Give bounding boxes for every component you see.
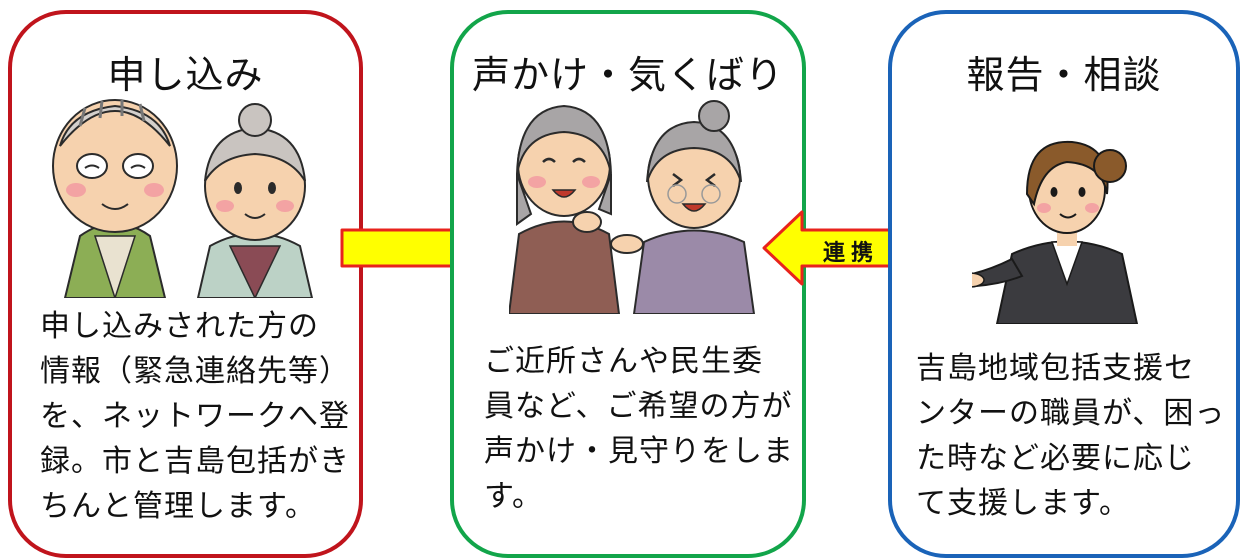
report-line-2: ンターの職員が、困っ bbox=[916, 396, 1226, 431]
neighbors-chatting-illustration bbox=[509, 100, 756, 314]
apply-line-5: ちんと管理します。 bbox=[40, 489, 316, 524]
report-line-1: 吉島地域包括支援セ bbox=[916, 351, 1195, 386]
apply-line-3: を、ネットワークへ登 bbox=[40, 399, 350, 434]
watch-line-3: 声かけ・見守りをしま bbox=[484, 434, 794, 469]
watch-panel: 声かけ・気くばり ご近所さんや民生委 員など、ご希望の方が bbox=[450, 10, 806, 558]
apply-panel: 申し込み bbox=[8, 10, 363, 558]
elderly-couple-illustration bbox=[52, 99, 314, 298]
watch-description: ご近所さんや民生委 員など、ご希望の方が 声かけ・見守りをしま す。 bbox=[484, 339, 794, 519]
report-panel: 報告・相談 吉島地域包括支援セ ンターの職員が、困っ た時など必要に応じ て支援… bbox=[888, 10, 1240, 558]
watch-line-1: ご近所さんや民生委 bbox=[484, 344, 763, 379]
apply-description: 申し込みされた方の 情報（緊急連絡先等） を、ネットワークへ登 録。市と吉島包括… bbox=[40, 304, 350, 529]
report-line-4: て支援します。 bbox=[916, 486, 1130, 521]
apply-line-4: 録。市と吉島包括がき bbox=[40, 444, 350, 479]
watch-title: 声かけ・気くばり bbox=[471, 53, 784, 97]
apply-line-2: 情報（緊急連絡先等） bbox=[40, 354, 350, 389]
cooperation-label: 連携 bbox=[822, 241, 879, 266]
report-description: 吉島地域包括支援セ ンターの職員が、困っ た時など必要に応じ て支援します。 bbox=[916, 346, 1225, 526]
watch-line-2: 員など、ご希望の方が bbox=[484, 389, 793, 424]
apply-line-1: 申し込みされた方の bbox=[40, 309, 319, 344]
watch-line-4: す。 bbox=[484, 479, 543, 514]
support-flow-diagram: 申し込み bbox=[8, 10, 1240, 558]
staff-member-illustration bbox=[972, 140, 1139, 324]
report-title: 報告・相談 bbox=[966, 53, 1162, 97]
apply-title: 申し込み bbox=[107, 53, 264, 97]
report-line-3: た時など必要に応じ bbox=[916, 441, 1195, 476]
